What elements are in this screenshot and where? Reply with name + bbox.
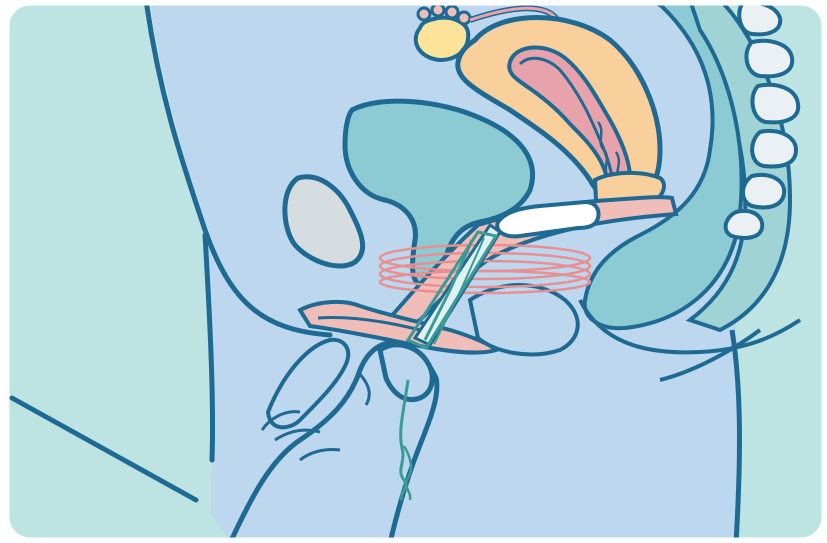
perineum: [470, 285, 578, 354]
